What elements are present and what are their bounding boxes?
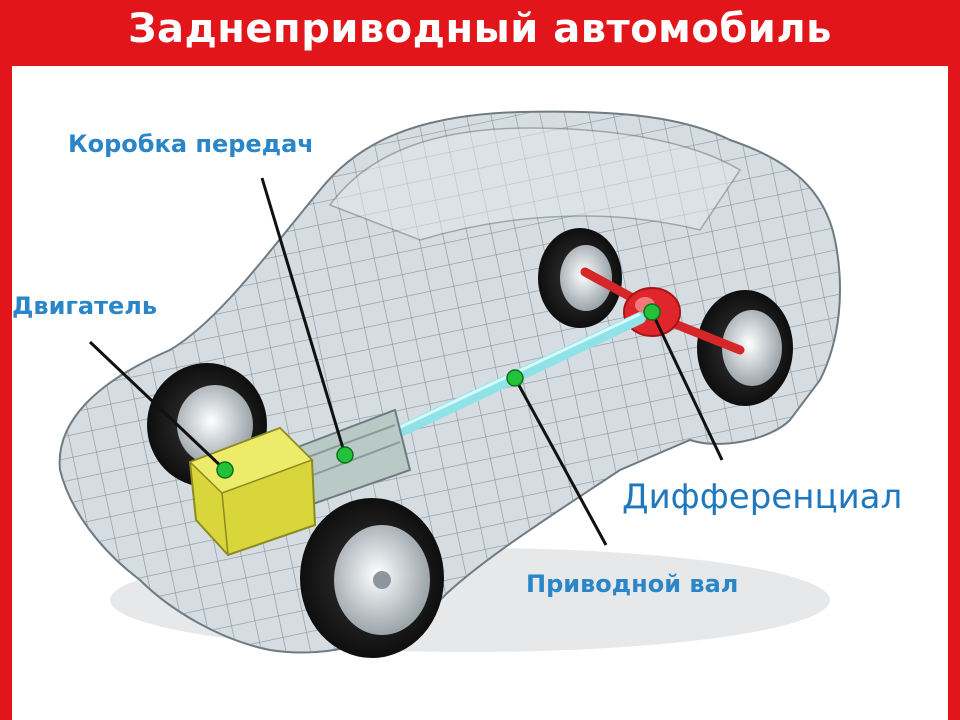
label-engine: Двигатель [12, 292, 158, 320]
leader-line-engine [88, 340, 227, 472]
leader-line-differential [650, 311, 724, 461]
marker-engine [216, 461, 234, 479]
frame-right-border [948, 66, 960, 720]
front-right-wheel [300, 498, 444, 658]
leader-lines [88, 177, 724, 546]
marker-driveshaft [506, 369, 524, 387]
page-title: Заднеприводный автомобиль [128, 6, 832, 52]
frame-left-border [0, 66, 12, 720]
markers [216, 303, 661, 479]
leader-line-gearbox [260, 177, 347, 456]
marker-gearbox [336, 446, 354, 464]
rear-right-wheel [697, 290, 793, 406]
label-driveshaft: Приводной вал [526, 570, 739, 598]
rear-left-wheel [538, 228, 622, 328]
label-gearbox: Коробка передач [68, 130, 314, 158]
title-banner: Заднеприводный автомобиль [0, 0, 960, 66]
label-differential: Дифференциал [622, 477, 903, 517]
leader-line-driveshaft [513, 377, 608, 546]
marker-differential [643, 303, 661, 321]
driveshaft [354, 312, 646, 456]
